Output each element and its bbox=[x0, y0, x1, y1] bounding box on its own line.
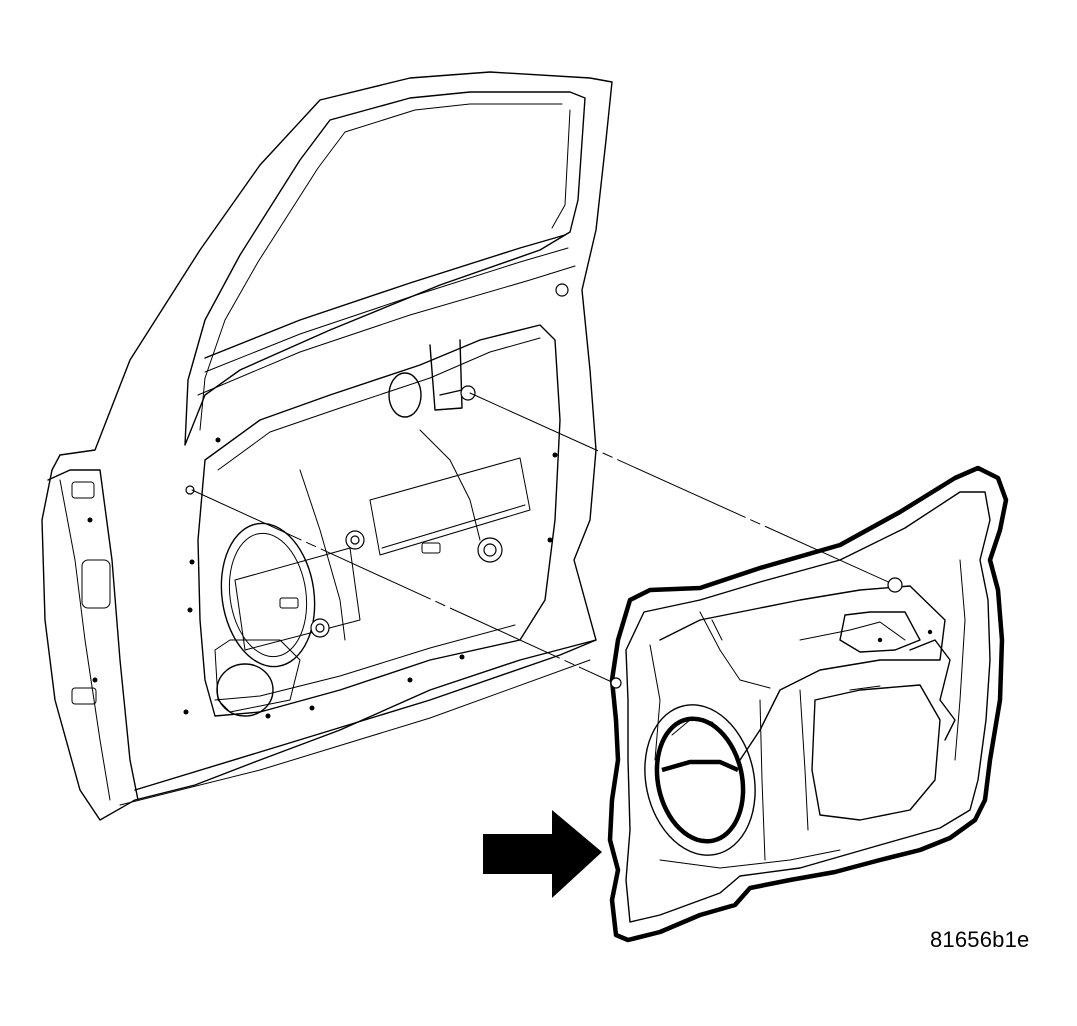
upper-hinge bbox=[71, 481, 95, 499]
shield-locator-hole bbox=[610, 677, 622, 689]
lower-leader-line bbox=[191, 489, 615, 684]
shield-locator-hole bbox=[887, 577, 903, 593]
door-inner-panel bbox=[41, 71, 613, 821]
lower-hinge bbox=[71, 687, 97, 705]
window-frame-opening bbox=[184, 91, 586, 446]
alignment-leaders bbox=[191, 392, 896, 684]
speaker-seal-ring bbox=[654, 716, 746, 844]
access-hole-upper bbox=[388, 372, 422, 418]
water-shield bbox=[607, 465, 1009, 943]
access-hole-lower bbox=[216, 663, 274, 717]
water-shield-outline bbox=[607, 465, 1009, 943]
hinge-edge bbox=[47, 469, 139, 801]
inner-panel-recess bbox=[197, 324, 561, 717]
speaker-opening bbox=[220, 522, 316, 668]
door-outline bbox=[41, 71, 613, 821]
arrow-right-icon bbox=[483, 810, 602, 898]
upper-leader-line bbox=[469, 392, 896, 586]
figure-id-label: 81656b1e bbox=[930, 927, 1030, 952]
check-strap-pocket bbox=[81, 559, 111, 609]
